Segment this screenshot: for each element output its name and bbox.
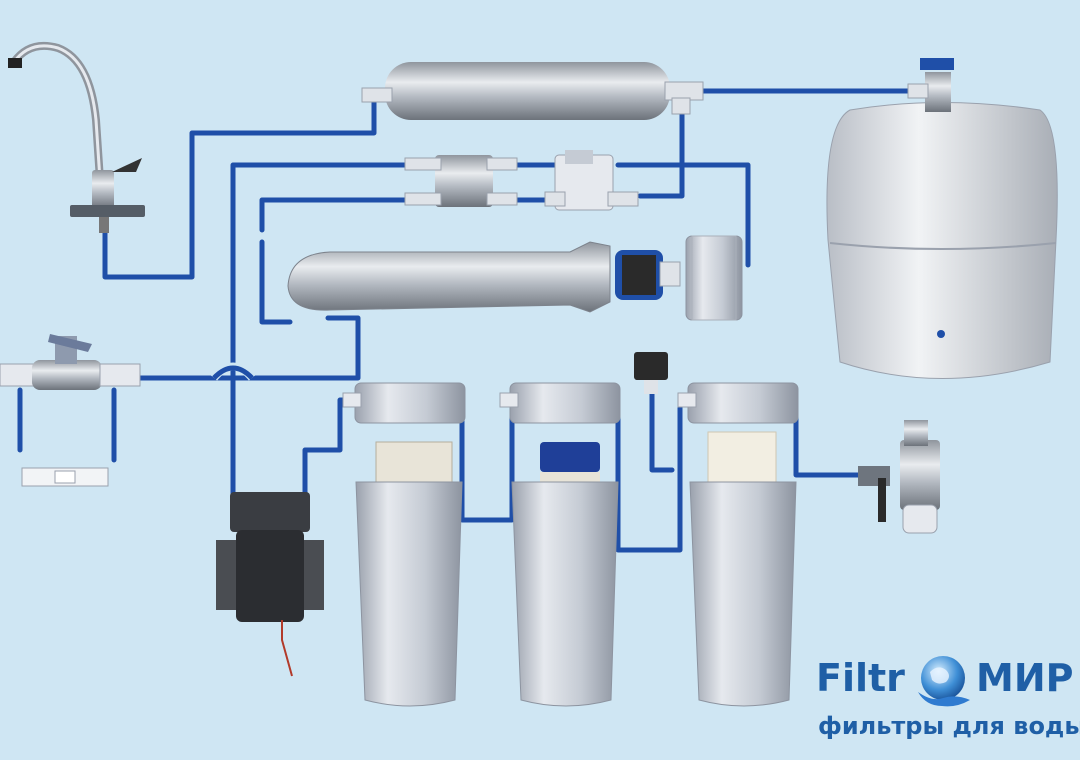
- pipe-inlet-drops: [17, 387, 117, 463]
- pipe-filter2-to-filter3: [615, 397, 683, 553]
- logo-word-filtr: Filtr: [816, 656, 905, 700]
- ball-valve-icon: [0, 334, 141, 390]
- pipe-filter1-to-filter2: [459, 397, 515, 523]
- logo-tagline: фильтры для воды: [818, 712, 1080, 740]
- drain-saddle-icon: [21, 467, 109, 487]
- sediment-filter-icon: [342, 382, 466, 707]
- booster-pump-icon: [216, 492, 324, 677]
- pipe-pump-out: [302, 397, 355, 498]
- restrictor-icon: [404, 155, 518, 207]
- auto-shutoff-valve-icon: [544, 150, 639, 211]
- check-valve-icon: [634, 352, 668, 394]
- pipe-right-to-cap: [615, 162, 751, 268]
- drain-valve-icon: [858, 420, 940, 534]
- pipe-membrane-to-prefilter: [137, 315, 361, 381]
- carbon-block-filter-icon: [499, 382, 621, 707]
- pipe-checkvalve: [649, 387, 675, 473]
- pp-filter-icon: [677, 382, 799, 707]
- pipe-faucet-to-postfilter: [102, 93, 377, 280]
- pipe-lower-manifold: [259, 197, 413, 233]
- inline-filter-icon: [361, 62, 704, 120]
- pipe-upper-manifold: [230, 162, 413, 403]
- membrane-cap-icon: [685, 235, 743, 321]
- globe-water-splash-icon: [918, 656, 970, 707]
- ro-membrane-housing-icon: [287, 241, 681, 313]
- pipe-postfilter-to-shutoff: [637, 109, 685, 199]
- pipe-filter3-to-valve: [793, 407, 863, 478]
- logo-word-mir: МИР: [976, 656, 1074, 700]
- pipe-lower-left-loop: [259, 239, 293, 325]
- pressure-tank-icon: [826, 58, 1058, 379]
- faucet-icon: [8, 41, 145, 233]
- brand-logo: Filtr МИР фильтры для воды: [808, 650, 1080, 750]
